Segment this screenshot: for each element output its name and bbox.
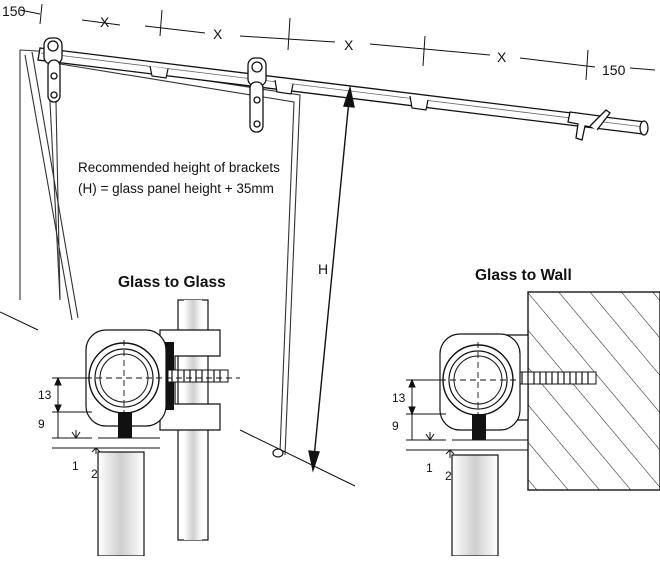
sliding-rail bbox=[37, 47, 649, 136]
rail-end-stop bbox=[567, 109, 611, 141]
glass-to-wall-detail bbox=[439, 291, 660, 557]
dim-right-150: 150 bbox=[602, 62, 626, 78]
gw-dim-1: 1 bbox=[426, 461, 433, 475]
glass-to-glass-title: Glass to Glass bbox=[118, 274, 226, 291]
height-dimension-arrow bbox=[308, 85, 355, 473]
glass-to-wall-dims bbox=[406, 378, 462, 458]
gg-dim-1: 1 bbox=[72, 459, 79, 473]
dim-x-3: X bbox=[344, 37, 354, 53]
roller-hanger-left bbox=[43, 37, 63, 103]
dim-x-4: X bbox=[497, 49, 507, 65]
gw-dim-2: 2 bbox=[445, 469, 452, 483]
dim-x-2: X bbox=[213, 26, 223, 42]
gg-dim-2: 2 bbox=[91, 467, 98, 481]
rail-bracket bbox=[149, 65, 429, 111]
floor-line bbox=[239, 429, 356, 487]
gw-dim-13: 13 bbox=[392, 391, 406, 405]
glass-to-glass-detail bbox=[85, 299, 240, 557]
dim-x-1: X bbox=[100, 14, 110, 30]
gg-dim-9: 9 bbox=[38, 417, 45, 431]
corner-line bbox=[0, 311, 39, 331]
bracket-height-note-line2: (H) = glass panel height + 35mm bbox=[78, 181, 274, 196]
roller-hanger-right bbox=[247, 57, 267, 133]
dim-left-150: 150 bbox=[2, 3, 26, 19]
top-dimension-line bbox=[19, 3, 656, 81]
bracket-height-note-line1: Recommended height of brackets bbox=[78, 160, 280, 175]
gw-dim-9: 9 bbox=[392, 419, 399, 433]
glass-to-wall-title: Glass to Wall bbox=[475, 267, 572, 284]
gg-dim-13: 13 bbox=[38, 388, 52, 402]
height-label: H bbox=[318, 261, 328, 277]
glass-to-glass-dims bbox=[52, 376, 110, 454]
